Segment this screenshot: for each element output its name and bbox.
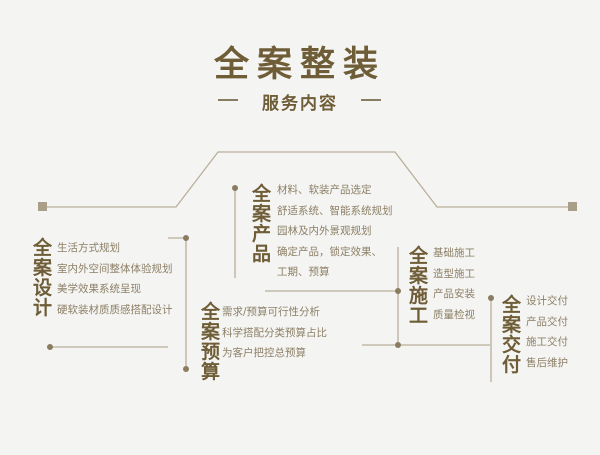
list-item: 售后维护 [526,356,568,369]
list-item: 工期、预算 [277,266,330,278]
list-item: 设计交付 [526,295,568,307]
list-item: 美学效果系统呈现 [57,283,141,295]
budget-item-list: 需求/预算可行性分析 科学搭配分类预算占比 为客户把控总预算 [222,302,327,364]
dot-marker [395,288,401,294]
list-item: 基础施工 [433,247,475,259]
square-marker-right [568,202,577,211]
dot-marker [395,342,401,348]
list-item: 需求/预算可行性分析 [222,306,321,318]
dot-marker [183,366,189,372]
subtitle-dash-left [218,99,238,101]
list-item: 舒适系统、智能系统规划 [277,204,393,217]
list-item: 园林及内外景观规划 [277,225,372,237]
list-item: 产品交付 [526,315,568,328]
page-subtitle: 服务内容 [262,94,338,114]
subtitle-dash-right [361,99,381,101]
list-item: 质量检视 [433,308,475,321]
list-item: 室内外空间整体体验规划 [57,262,173,275]
list-item: 产品安装 [433,288,475,300]
top-connector-line [44,151,572,208]
dot-marker [183,235,189,241]
list-item: 确定产品，锁定效果、 [277,245,382,258]
list-item: 为客户把控总预算 [222,347,306,359]
budget-group-title: 全案预算 [201,301,221,383]
list-item: 材料、软装产品选定 [277,184,372,196]
dot-marker [232,185,238,191]
delivery-item-list: 设计交付 产品交付 施工交付 售后维护 [526,291,568,373]
construction-item-list: 基础施工 造型施工 产品安装 质量检视 [433,243,475,325]
design-group-title: 全案设计 [33,237,53,319]
square-marker-left [38,202,47,211]
delivery-group-title: 全案交付 [502,294,522,376]
construction-group-title: 全案施工 [409,245,429,327]
list-item: 科学搭配分类预算占比 [222,326,327,339]
dot-marker [488,295,494,301]
list-item: 生活方式规划 [57,242,120,254]
dot-marker [47,344,53,350]
product-item-list: 材料、软装产品选定 舒适系统、智能系统规划 园林及内外景观规划 确定产品，锁定效… [277,180,393,283]
design-item-list: 生活方式规划 室内外空间整体体验规划 美学效果系统呈现 硬软装材质质感搭配设计 [57,238,173,320]
list-item: 造型施工 [433,267,475,280]
list-item: 施工交付 [526,336,568,348]
page-title: 全案整装 [213,45,386,85]
list-item: 硬软装材质质感搭配设计 [57,303,173,316]
product-group-title: 全案产品 [252,183,272,265]
